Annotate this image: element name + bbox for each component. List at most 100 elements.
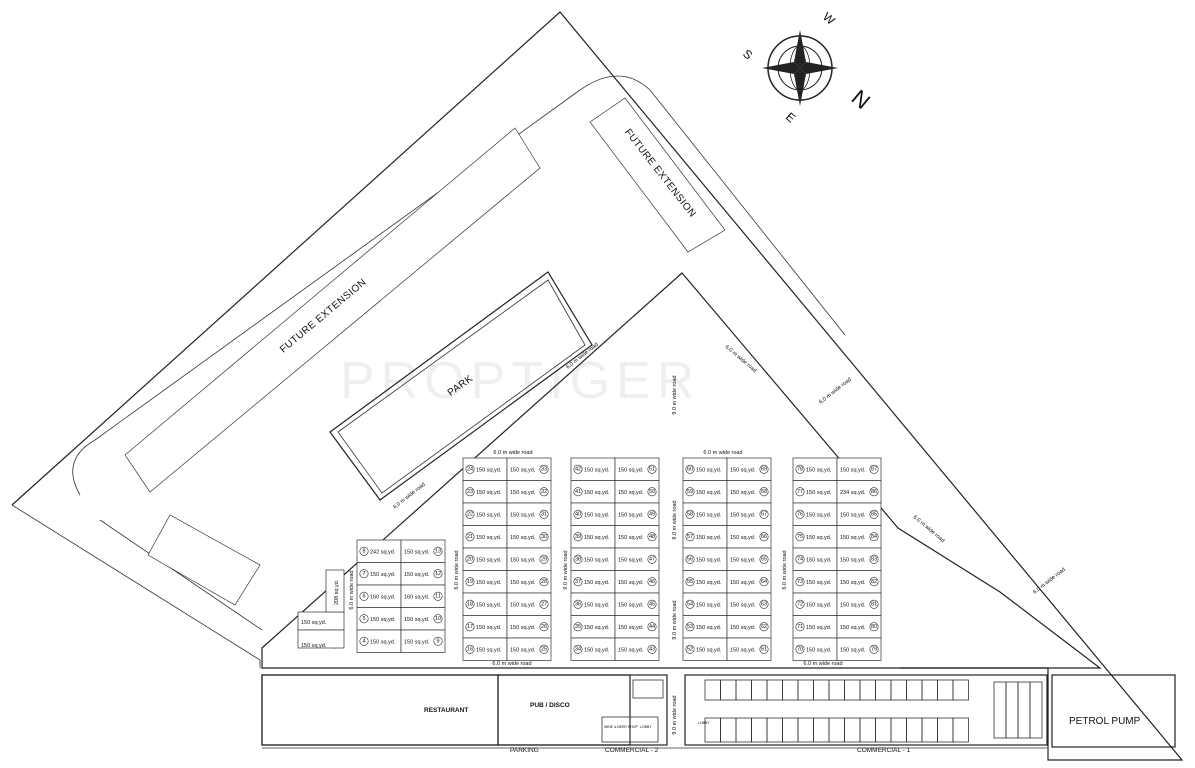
- plot-area: 150 sq.yd.: [510, 535, 536, 541]
- plot-area: 150 sq.yd.: [840, 625, 866, 631]
- plot-number: 44: [649, 624, 655, 630]
- commercial-1-label: COMMERCIAL - 1: [857, 747, 911, 754]
- shop-unit: [906, 679, 923, 701]
- plot-area: 160 sq.yd.: [370, 594, 396, 600]
- plot-number-badge: [647, 644, 657, 654]
- plot-area: 150 sq.yd.: [584, 535, 610, 541]
- plot-area: 150 sq.yd.: [730, 647, 756, 653]
- plot-area: 150 sq.yd.: [840, 512, 866, 518]
- plot-area: 150 sq.yd.: [696, 512, 722, 518]
- plot-number-badge: [573, 599, 583, 609]
- shop-unit: [952, 679, 969, 701]
- plot-area: 150 sq.yd.: [730, 535, 756, 541]
- plot-area: 150 sq.yd.: [476, 535, 502, 541]
- plot-number: 35: [575, 624, 581, 630]
- road-label: 9.0 m wide road: [563, 550, 569, 589]
- compass-rose: [762, 30, 838, 106]
- plot-area: 150 sq.yd.: [618, 557, 644, 563]
- plot-number: 74: [797, 556, 803, 562]
- plot-number-badge: [465, 464, 475, 474]
- plot-number: 59: [687, 489, 693, 495]
- plot-number-badge: [465, 599, 475, 609]
- plot-area: 150 sq.yd.: [510, 557, 536, 563]
- plot-number: 7: [362, 571, 365, 577]
- plot-number-badge: [795, 622, 805, 632]
- road-label: 9.0 m wide road: [672, 695, 678, 734]
- plot-number: 73: [797, 579, 803, 585]
- plot-number-badge: [869, 599, 879, 609]
- shop-unit: [1017, 681, 1031, 739]
- plot-number: 10: [435, 616, 441, 622]
- plot-number-badge: [795, 577, 805, 587]
- plot-area: 150 sq.yd.: [840, 467, 866, 473]
- road-label: 6.0 m wide road: [703, 450, 742, 456]
- shop-unit: [921, 679, 938, 701]
- plot-area: 150 sq.yd.: [618, 580, 644, 586]
- plot-number: 24: [467, 466, 473, 472]
- plot-number-badge: [759, 599, 769, 609]
- plot-number-badge: [647, 622, 657, 632]
- plot-number: 77: [797, 489, 803, 495]
- plot-area: 150 sq.yd.: [584, 557, 610, 563]
- plot-area: 150 sq.yd.: [806, 535, 832, 541]
- plot-number: 70: [797, 646, 803, 652]
- plot-number-badge: [433, 569, 443, 579]
- plot-number-badge: [869, 577, 879, 587]
- plot-number: 11: [435, 593, 441, 599]
- road-label: 6.0 m wide road: [1032, 567, 1067, 596]
- plot-number-badge: [685, 487, 695, 497]
- plot-number-badge: [685, 644, 695, 654]
- plot-area: 150 sq.yd.: [510, 602, 536, 608]
- plot-area: 150 sq.yd.: [840, 647, 866, 653]
- plot-area: 150 sq.yd.: [404, 639, 430, 645]
- plot-number: 25: [541, 646, 547, 652]
- plot-number: 78: [797, 466, 803, 472]
- shop-unit: [797, 679, 814, 701]
- plot-number: 21: [467, 534, 473, 540]
- plot-area: 150 sq.yd.: [696, 535, 722, 541]
- plot-area: 150 sq.yd.: [696, 602, 722, 608]
- plot-number-badge: [685, 554, 695, 564]
- plot-area: 150 sq.yd.: [618, 467, 644, 473]
- shop-unit: [844, 717, 861, 743]
- plot-number: 36: [575, 601, 581, 607]
- plot-number-badge: [573, 487, 583, 497]
- plot-number-badge: [869, 644, 879, 654]
- plot-area: 150 sq.yd.: [510, 580, 536, 586]
- pub-label: PUB / DISCO: [530, 702, 570, 709]
- plot-number-badge: [869, 487, 879, 497]
- plot-number: 49: [649, 511, 655, 517]
- plot-number: 31: [541, 511, 547, 517]
- shop-unit: [828, 679, 845, 701]
- plot-number: 30: [541, 534, 547, 540]
- plot-area: 150 sq.yd.: [840, 535, 866, 541]
- shop-unit: [828, 717, 845, 743]
- road-label: 6.0 m wide road: [803, 661, 842, 667]
- plot-number: 53: [687, 624, 693, 630]
- plot-area: 150 sq.yd.: [584, 512, 610, 518]
- plot-area: 150 sq.yd.: [584, 467, 610, 473]
- plot-number-badge: [539, 509, 549, 519]
- plot-number: 12: [435, 571, 441, 577]
- shop-unit: [993, 681, 1007, 739]
- shop-unit: [766, 717, 783, 743]
- plot-area: 150 sq.yd.: [510, 490, 536, 496]
- shop-unit: [735, 717, 752, 743]
- plot-area: 150 sq.yd.: [806, 647, 832, 653]
- road-label: 6.0 m wide road: [454, 550, 460, 589]
- plot-number-badge: [539, 554, 549, 564]
- plot-area: 150 sq.yd.: [806, 557, 832, 563]
- plot-number: 63: [761, 601, 767, 607]
- plot-number-badge: [433, 636, 443, 646]
- plot-number-badge: [573, 509, 583, 519]
- plot-area: 150 sq.yd.: [840, 557, 866, 563]
- plot-number: 64: [761, 579, 767, 585]
- plot-number-badge: [795, 554, 805, 564]
- ring-road-west: [99, 519, 263, 631]
- plot-number-badge: [539, 577, 549, 587]
- shop-unit: [720, 679, 737, 701]
- plot-area: 150 sq.yd.: [806, 467, 832, 473]
- plot-area: 150 sq.yd.: [730, 490, 756, 496]
- plot-number-badge: [795, 509, 805, 519]
- plot-number: 23: [467, 489, 473, 495]
